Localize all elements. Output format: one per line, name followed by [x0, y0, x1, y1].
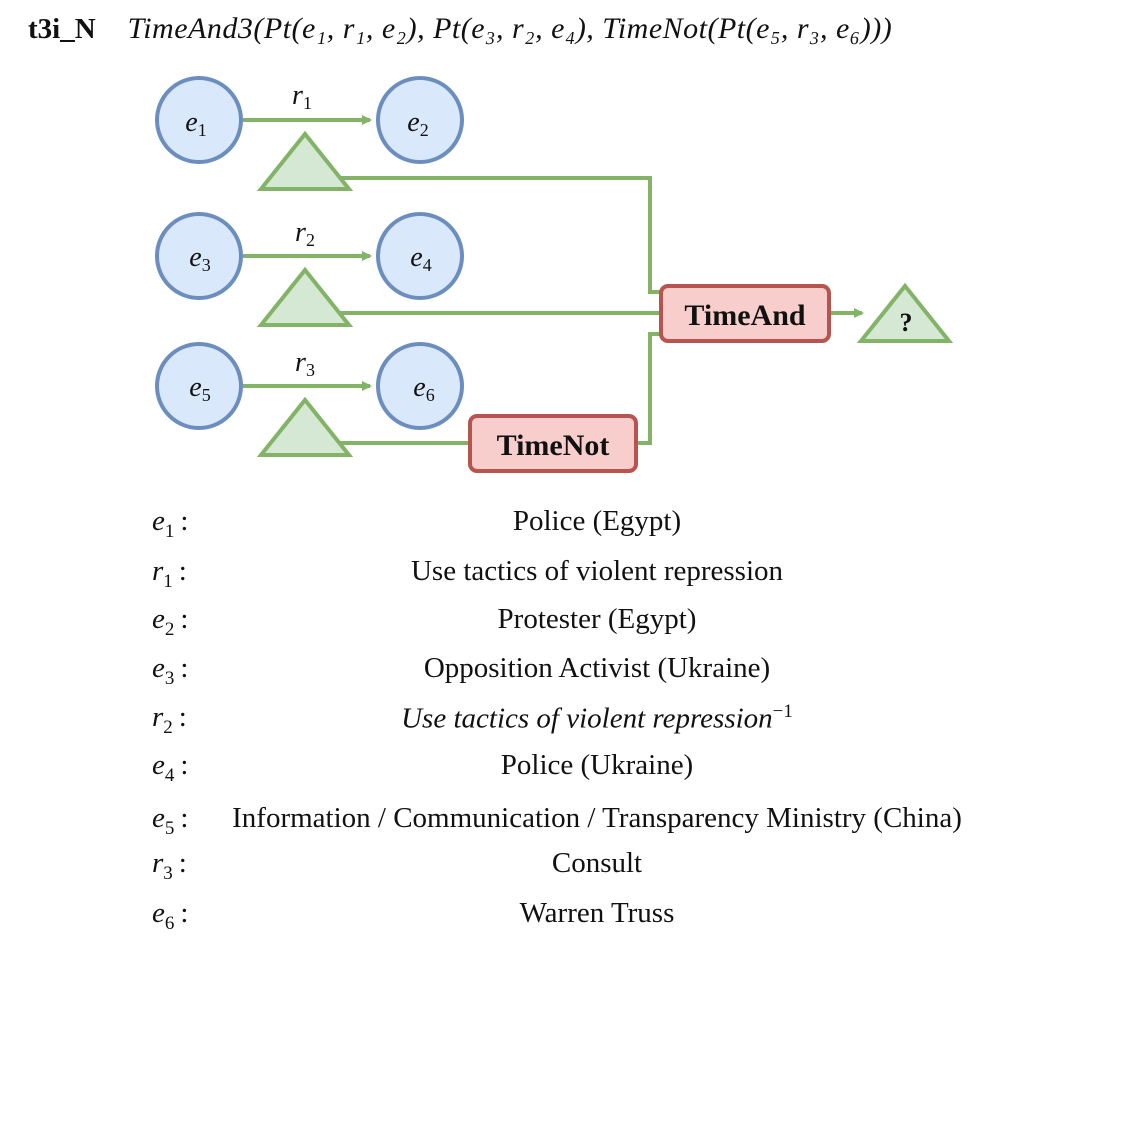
entity-label-e6: e6	[413, 372, 434, 405]
query-formula: TimeAnd3(Pt(e₁, r₁, e₂), Pt(e₃, r₂, e₄),…	[127, 12, 893, 45]
relation-label-r3: r3	[295, 347, 315, 380]
legend-row-e3: e3: Opposition Activist (Ukraine)	[0, 652, 1121, 692]
entity-label-e4: e4	[410, 242, 431, 275]
legend-symbol: e1:	[152, 505, 189, 542]
query-diagram: ? e1 e2 e3 e4 e5 e6 r1 r2 r3 TimeAnd Tim…	[155, 76, 954, 473]
legend-row-e1: e1: Police (Egypt)	[0, 505, 1121, 545]
legend-symbol: r1:	[152, 555, 187, 592]
legend-description: Opposition Activist (Ukraine)	[423, 652, 771, 684]
relation-label-r1: r1	[292, 80, 312, 113]
legend-description: Consult	[551, 847, 643, 879]
legend-description: Use tactics of violent repression	[410, 555, 784, 587]
projection-triangle-1	[256, 130, 354, 191]
entity-label-e5: e5	[189, 372, 210, 405]
entity-node-e5	[155, 342, 243, 430]
entity-node-e1	[155, 76, 243, 164]
legend-row-r3: r3: Consult	[0, 847, 1121, 887]
legend-row-e6: e6: Warren Truss	[0, 897, 1121, 937]
legend-symbol: e2:	[152, 603, 189, 640]
projection-triangle-3	[256, 396, 354, 457]
entity-node-e3	[155, 212, 243, 300]
legend-symbol: e5:	[152, 802, 189, 839]
edge-branch1-to-timeand	[340, 176, 661, 294]
legend-symbol: e3:	[152, 652, 189, 689]
result-triangle	[856, 282, 954, 343]
entity-node-e2	[376, 76, 464, 164]
legend-description: Police (Ukraine)	[500, 749, 694, 781]
timeand-label: TimeAnd	[684, 299, 805, 332]
edge-timenot-to-timeand	[636, 332, 661, 445]
query-type-label: t3i_N	[28, 13, 96, 45]
entity-label-e2: e2	[407, 107, 428, 140]
entity-label-e1: e1	[185, 107, 206, 140]
legend-symbol: e6:	[152, 897, 189, 934]
legend-description: Warren Truss	[519, 897, 675, 929]
legend-row-r1: r1: Use tactics of violent repression	[0, 555, 1121, 595]
projection-triangle-2	[256, 266, 354, 327]
legend-row-e5: e5: Information / Communication / Transp…	[0, 802, 1121, 842]
entity-node-e4	[376, 212, 464, 300]
entity-node-e6	[376, 342, 464, 430]
timenot-box	[468, 414, 638, 473]
result-label: ?	[900, 308, 913, 337]
timeand-box	[659, 284, 831, 343]
legend-row-e2: e2: Protester (Egypt)	[0, 603, 1121, 643]
legend-description: Police (Egypt)	[512, 505, 682, 537]
relation-label-r2: r2	[295, 217, 315, 250]
legend-symbol: e4:	[152, 749, 189, 786]
entity-label-e3: e3	[189, 242, 210, 275]
legend-description: Use tactics of violent repression−1	[401, 701, 793, 735]
legend-symbol: r3:	[152, 847, 187, 884]
legend-description: Protester (Egypt)	[497, 603, 697, 635]
legend-row-r2: r2: Use tactics of violent repression−1	[0, 701, 1121, 741]
timenot-label: TimeNot	[497, 429, 610, 462]
legend-row-e4: e4: Police (Ukraine)	[0, 749, 1121, 789]
header: t3i_N TimeAnd3(Pt(e₁, r₁, e₂), Pt(e₃, r₂…	[28, 12, 892, 56]
legend-symbol: r2:	[152, 701, 187, 738]
legend-description: Information / Communication / Transparen…	[232, 802, 962, 834]
